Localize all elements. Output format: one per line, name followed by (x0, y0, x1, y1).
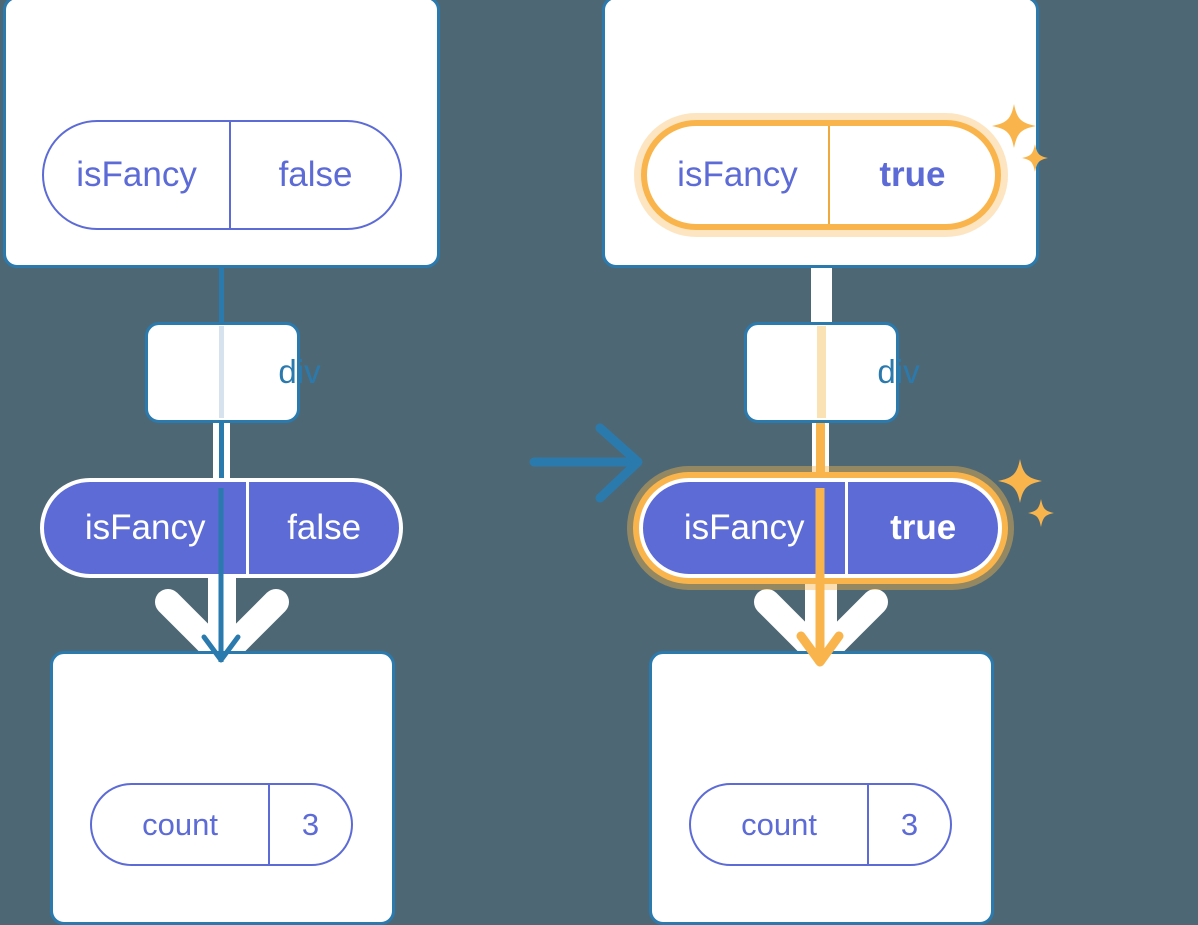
app-state-pill[interactable]: isFancy false (42, 120, 402, 230)
prop-pill-highlighted[interactable]: isFancy true (639, 478, 1002, 578)
sparkle-icon (992, 104, 1048, 172)
connector-through-div (219, 326, 224, 418)
connector-app-to-div (219, 268, 224, 326)
prop-value: false (246, 482, 399, 574)
prop-pill[interactable]: isFancy false (40, 478, 403, 578)
panel-after: App isFancy true div isFancy true (599, 0, 1198, 925)
counter-state-value: 3 (867, 785, 950, 864)
connector-div-to-prop (213, 418, 230, 488)
app-state-key: isFancy (76, 155, 197, 194)
transition-arrow-right-icon (529, 423, 643, 503)
counter-state-pill[interactable]: count 3 (90, 783, 353, 866)
prop-key: isFancy (683, 508, 805, 547)
connector-div-to-prop-highlighted (812, 418, 829, 488)
counter-state-pill[interactable]: count 3 (689, 783, 952, 866)
prop-key: isFancy (84, 508, 206, 547)
prop-value: true (845, 482, 998, 574)
div-label: div (278, 353, 321, 390)
app-state-value: false (229, 122, 400, 228)
counter-state-key: count (741, 806, 817, 842)
connector-through-div-highlighted (817, 326, 826, 418)
sparkle-icon (998, 459, 1054, 527)
counter-state-key: count (142, 806, 218, 842)
app-state-value: true (827, 126, 995, 224)
counter-state-value: 3 (268, 785, 351, 864)
div-label: div (877, 353, 920, 390)
panel-before: App isFancy false div isFancy false Coun… (0, 0, 599, 925)
app-state-pill-highlighted[interactable]: isFancy true (641, 120, 1001, 230)
app-state-key: isFancy (677, 155, 798, 194)
